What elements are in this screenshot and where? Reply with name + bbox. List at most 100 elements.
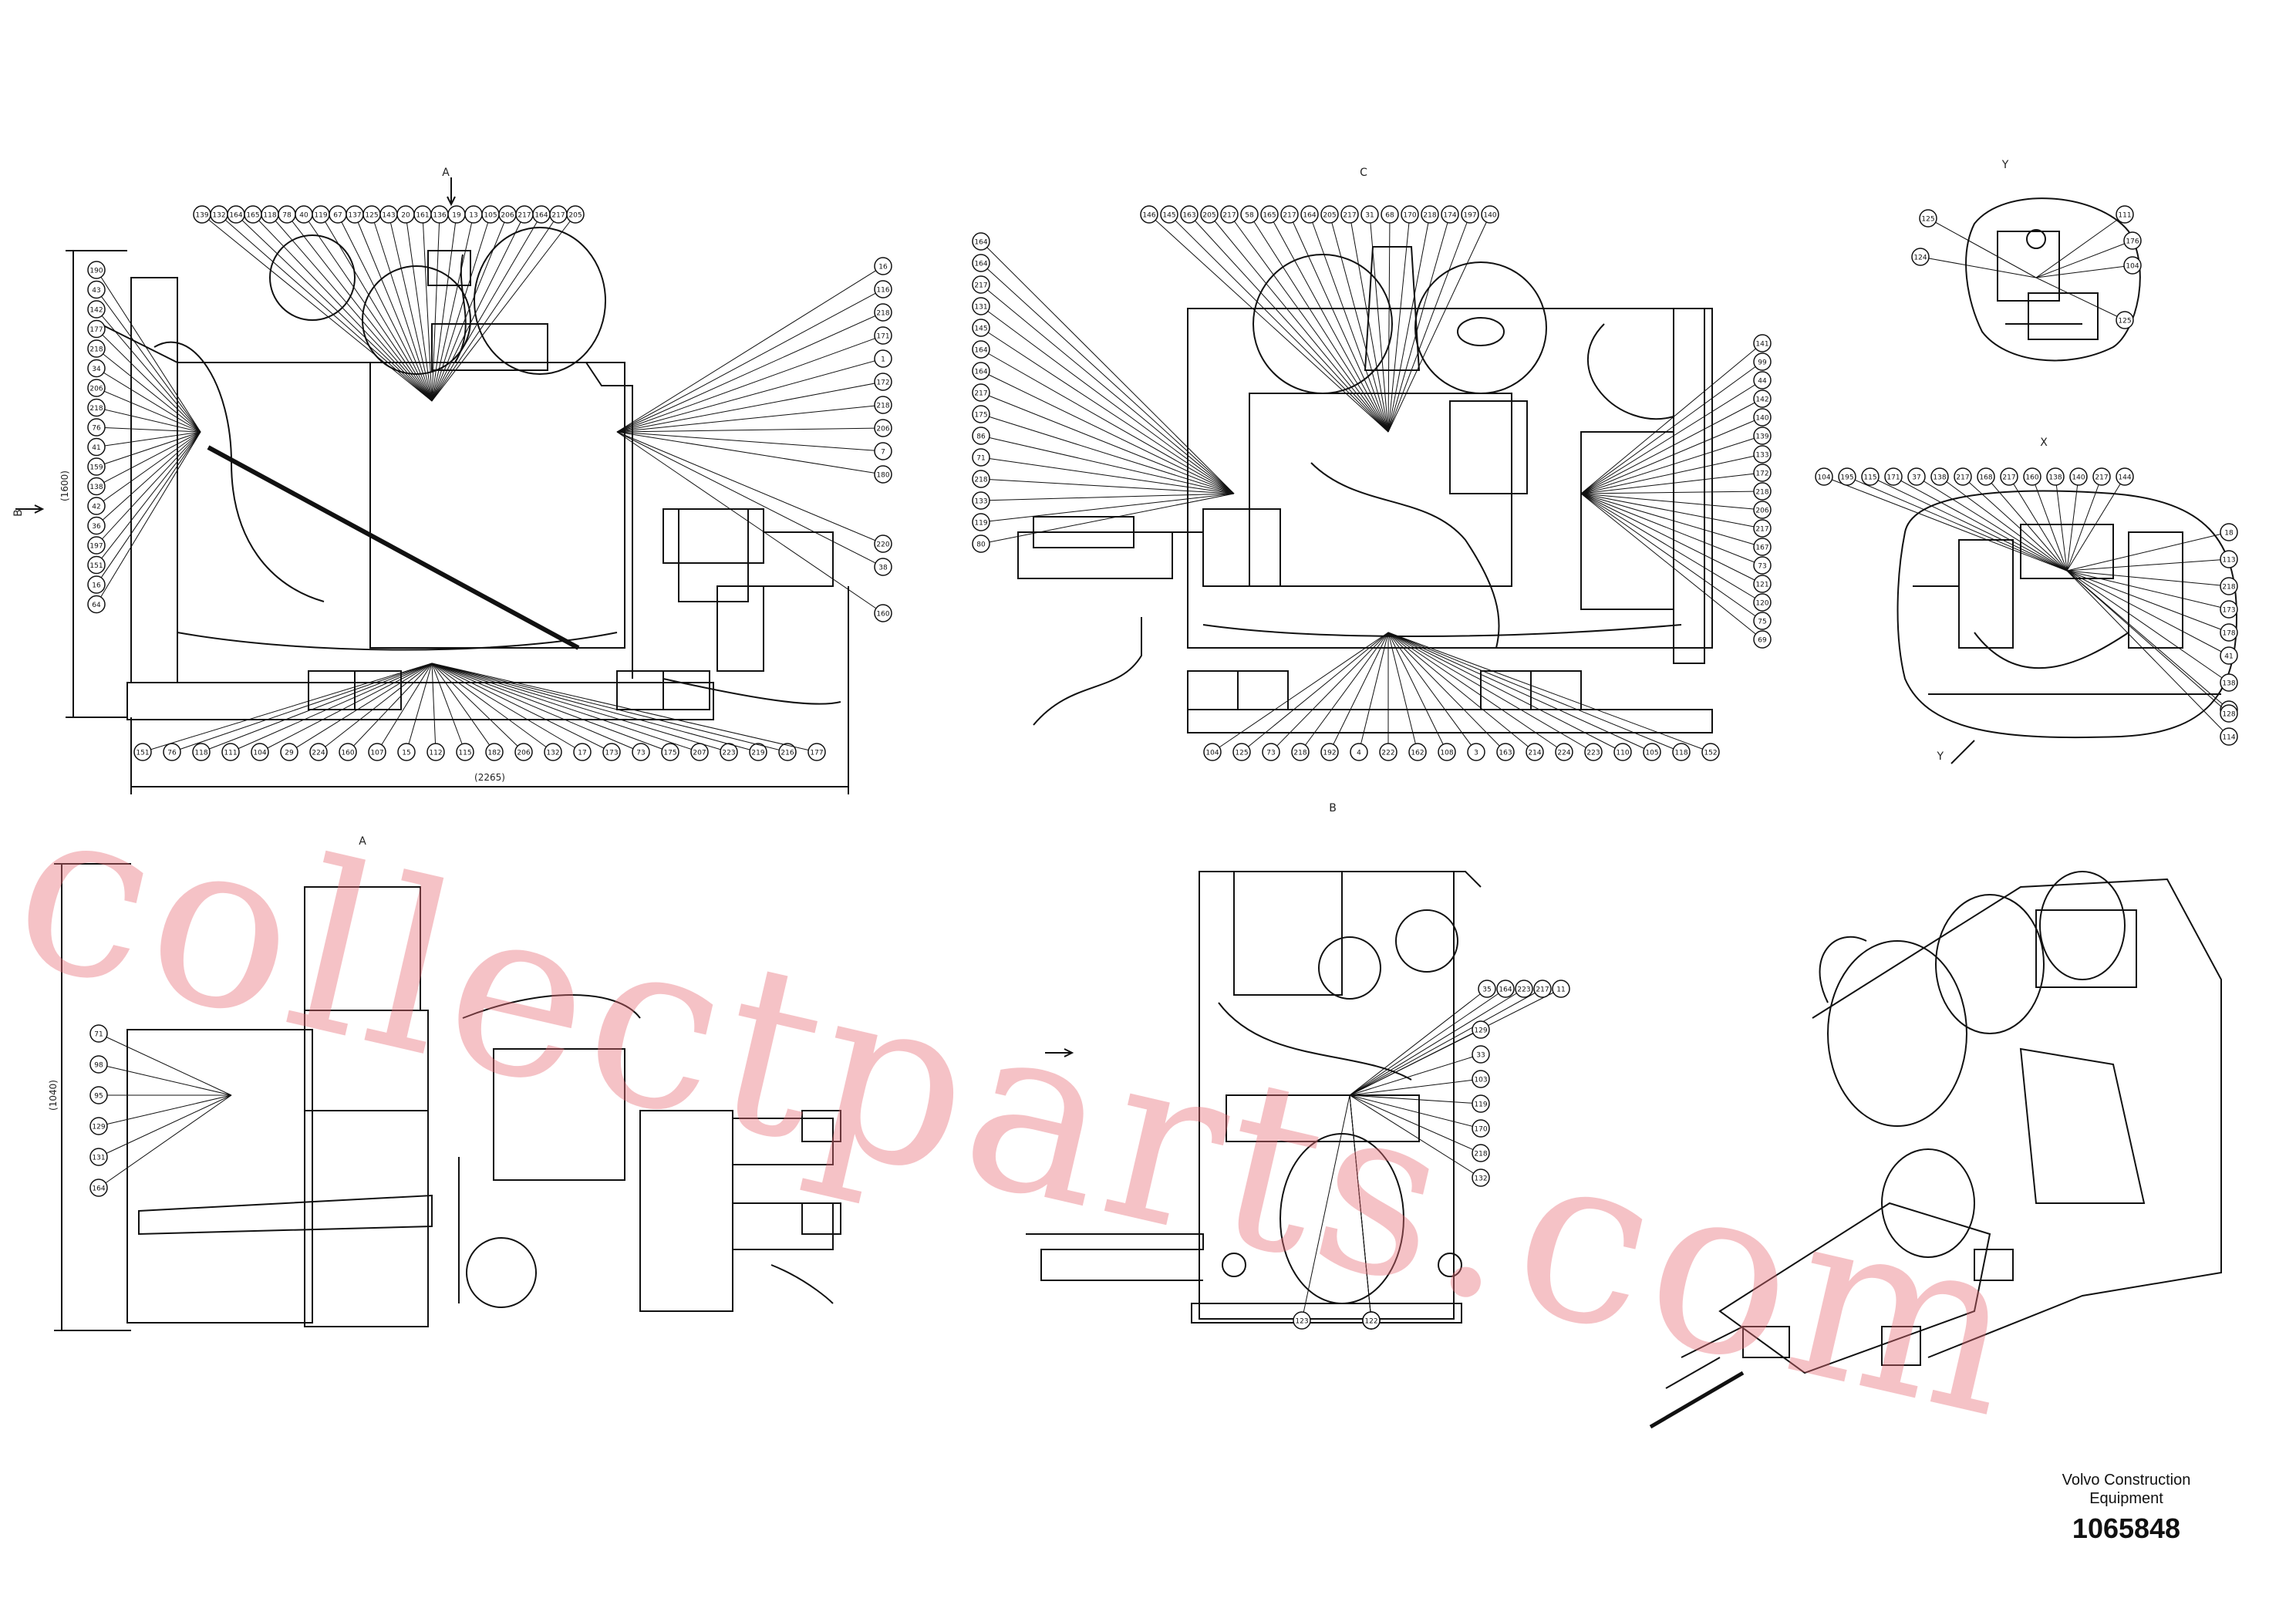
callout-side-top: 105 (431, 205, 500, 402)
callout-bubble (1293, 1311, 1311, 1330)
callout-number: 16 (878, 264, 888, 271)
callout-side-top: 137 (346, 205, 433, 402)
callout-number: 171 (1886, 474, 1900, 482)
callout-side-right: 171 (616, 326, 892, 433)
callout-side-right: 172 (616, 373, 892, 433)
callout-bubble (972, 513, 990, 531)
callout-number: 138 (89, 484, 103, 491)
callout-bubble (1320, 205, 1339, 224)
callout-number: 217 (1283, 212, 1296, 220)
callout-detail-x: 168 (1977, 467, 2068, 572)
callout-number: 218 (974, 477, 987, 484)
callout-leader (2066, 570, 2230, 683)
callout-bubble (1555, 743, 1573, 761)
callout-bubble (874, 326, 892, 345)
callout-leader (431, 214, 525, 402)
callout-bubble (1472, 1045, 1490, 1064)
isometric-view (1649, 871, 2222, 1429)
callout-side-top: 217 (431, 205, 534, 402)
callout-number: 119 (314, 212, 327, 220)
callout-bubble (1753, 352, 1772, 371)
callout-bubble (566, 205, 585, 224)
callout-number: 222 (1381, 750, 1394, 757)
callout-leader (96, 431, 201, 526)
callout-bubble (1753, 427, 1772, 445)
callout-end-view: 174 (1349, 1094, 1381, 1330)
dimension-side-width: (2265) (474, 772, 505, 783)
callout-leader (1580, 454, 1763, 494)
callout-bubble (87, 339, 106, 358)
callout-front-top: 205 (1200, 205, 1389, 433)
callout-side-bottom: 76 (163, 663, 433, 761)
callout-number: 37 (1912, 474, 1920, 482)
callout-end-view: 83 (1349, 1094, 1381, 1330)
callout-bubble (720, 743, 738, 761)
callout-leader (2066, 570, 2230, 587)
callout-side-right: 38 (616, 431, 892, 576)
callout-bubble (1472, 1070, 1490, 1088)
callout-leader (96, 431, 201, 585)
callout-leader (2066, 570, 2230, 714)
callout-front-top: 197 (1387, 205, 1479, 433)
callout-bubble (1472, 1119, 1490, 1138)
callout-leader (616, 312, 884, 433)
callout-leader (1212, 632, 1389, 753)
callout-leader (1349, 988, 1543, 1096)
callout-number: 111 (2118, 212, 2131, 220)
callout-bubble (2000, 467, 2018, 486)
company-name-line2: Equipment (2089, 1490, 2163, 1507)
callout-bubble (1379, 743, 1397, 761)
callout-number: 133 (1755, 452, 1768, 460)
callout-front-right: 139 (1580, 427, 1772, 494)
callout-front-top: 164 (1300, 205, 1389, 433)
callout-number: 205 (1323, 212, 1336, 220)
callout-bubble (2220, 623, 2238, 642)
callout-bubble (1362, 1311, 1381, 1330)
callout-number: 205 (568, 212, 582, 220)
callout-bubble (280, 743, 298, 761)
callout-leader (96, 387, 201, 433)
callout-leader (1358, 632, 1389, 753)
callout-bubble (1438, 743, 1456, 761)
callout-front-top: 58 (1240, 205, 1389, 433)
callout-number: 218 (1293, 750, 1306, 757)
callout-number: 105 (484, 212, 497, 220)
callout-detail-x: 178 (2066, 570, 2238, 642)
callout-leader (980, 284, 1235, 494)
callout-bubble (749, 743, 767, 761)
callout-front-left: 71 (972, 448, 1235, 494)
callout-end-view: 33 (1349, 1045, 1490, 1096)
callout-leader (2066, 570, 2230, 633)
callout-side-bottom: 151 (133, 663, 433, 761)
callout-bubble (874, 373, 892, 391)
callout-bubble (1461, 205, 1479, 224)
callout-number: 164 (974, 239, 987, 247)
callout-front-bottom: 152 (1387, 632, 1720, 761)
callout-side-bottom: 132 (431, 663, 562, 761)
callout-number: 115 (458, 750, 471, 757)
callout-number: 161 (416, 212, 429, 220)
callout-leader (1580, 493, 1763, 585)
callout-leader (96, 329, 201, 433)
callout-leader (1580, 435, 1763, 494)
callout-leader (2066, 531, 2230, 572)
callout-front-right: 69 (1580, 493, 1772, 649)
callout-bubble (87, 359, 106, 378)
callout-number: 107 (370, 750, 383, 757)
callout-bubble (87, 477, 106, 496)
callout-bubble (133, 743, 152, 761)
callout-leader (1229, 214, 1389, 433)
callout-leader (2066, 570, 2230, 610)
callout-number: 224 (312, 750, 325, 757)
callout-leader (1580, 472, 1763, 494)
callout-number: 131 (974, 304, 987, 312)
callout-detail-x: 218 (2066, 570, 2238, 595)
callout-end-view: 217 (1349, 980, 1552, 1096)
callout-number: 17 (578, 750, 586, 757)
callout-bubble (1753, 408, 1772, 427)
callout-front-top: 146 (1140, 205, 1389, 433)
callout-leader (1349, 1029, 1482, 1096)
callout-leader (431, 663, 700, 753)
callout-bubble (1753, 371, 1772, 389)
